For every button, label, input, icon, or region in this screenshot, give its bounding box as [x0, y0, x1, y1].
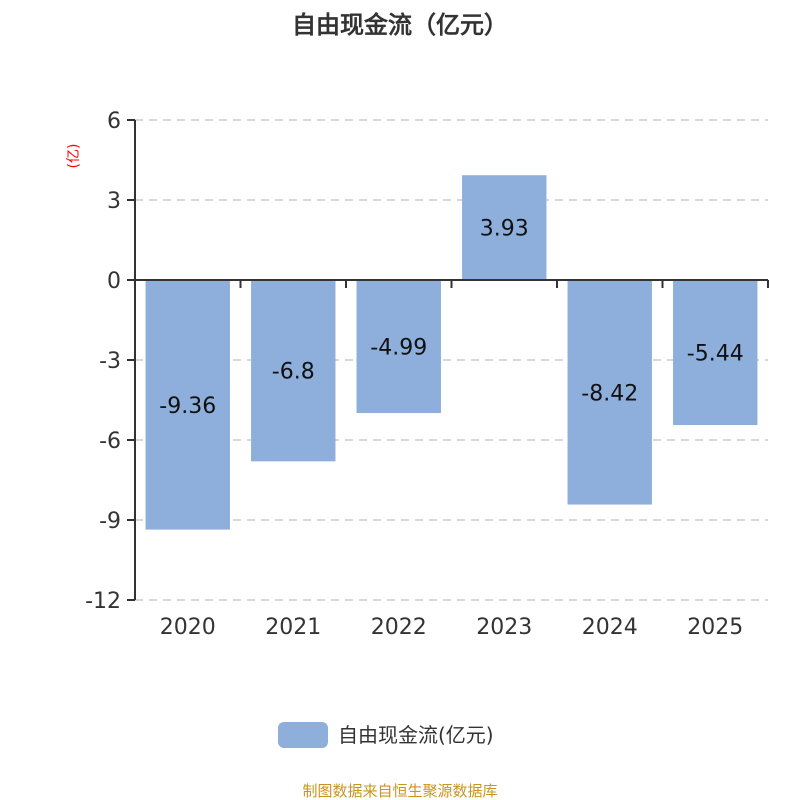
x-tick-label: 2024 [582, 615, 638, 640]
bar [462, 175, 547, 280]
data-label: -5.44 [687, 342, 744, 367]
x-tick-label: 2021 [265, 615, 321, 640]
x-tick-label: 2022 [371, 615, 427, 640]
data-label: -8.42 [581, 381, 638, 406]
bar [356, 280, 441, 414]
legend-swatch[interactable] [278, 722, 328, 748]
y-tick-label: -6 [99, 429, 121, 454]
data-label: -9.36 [159, 394, 216, 419]
data-label: 3.93 [480, 217, 529, 242]
legend-label[interactable]: 自由现金流(亿元) [338, 723, 494, 747]
x-tick-label: 2020 [160, 615, 216, 640]
x-tick-label: 2025 [687, 615, 743, 640]
bar [567, 280, 652, 505]
data-label: -6.8 [272, 360, 315, 385]
y-axis-label: (亿) [66, 144, 82, 169]
data-label: -4.99 [370, 336, 427, 361]
source-note: 制图数据来自恒生聚源数据库 [302, 782, 497, 800]
y-tick-label: -3 [99, 349, 121, 374]
y-tick-label: 3 [107, 189, 121, 214]
x-tick-label: 2023 [476, 615, 532, 640]
y-tick-label: -12 [85, 589, 121, 614]
y-tick-label: 6 [107, 109, 121, 134]
bar [673, 280, 758, 426]
y-tick-label: 0 [107, 269, 121, 294]
bar [251, 280, 336, 462]
chart-title: 自由现金流（亿元） [292, 11, 508, 39]
legend[interactable]: 自由现金流(亿元) [278, 722, 494, 748]
bar [145, 280, 230, 530]
y-tick-label: -9 [99, 509, 121, 534]
